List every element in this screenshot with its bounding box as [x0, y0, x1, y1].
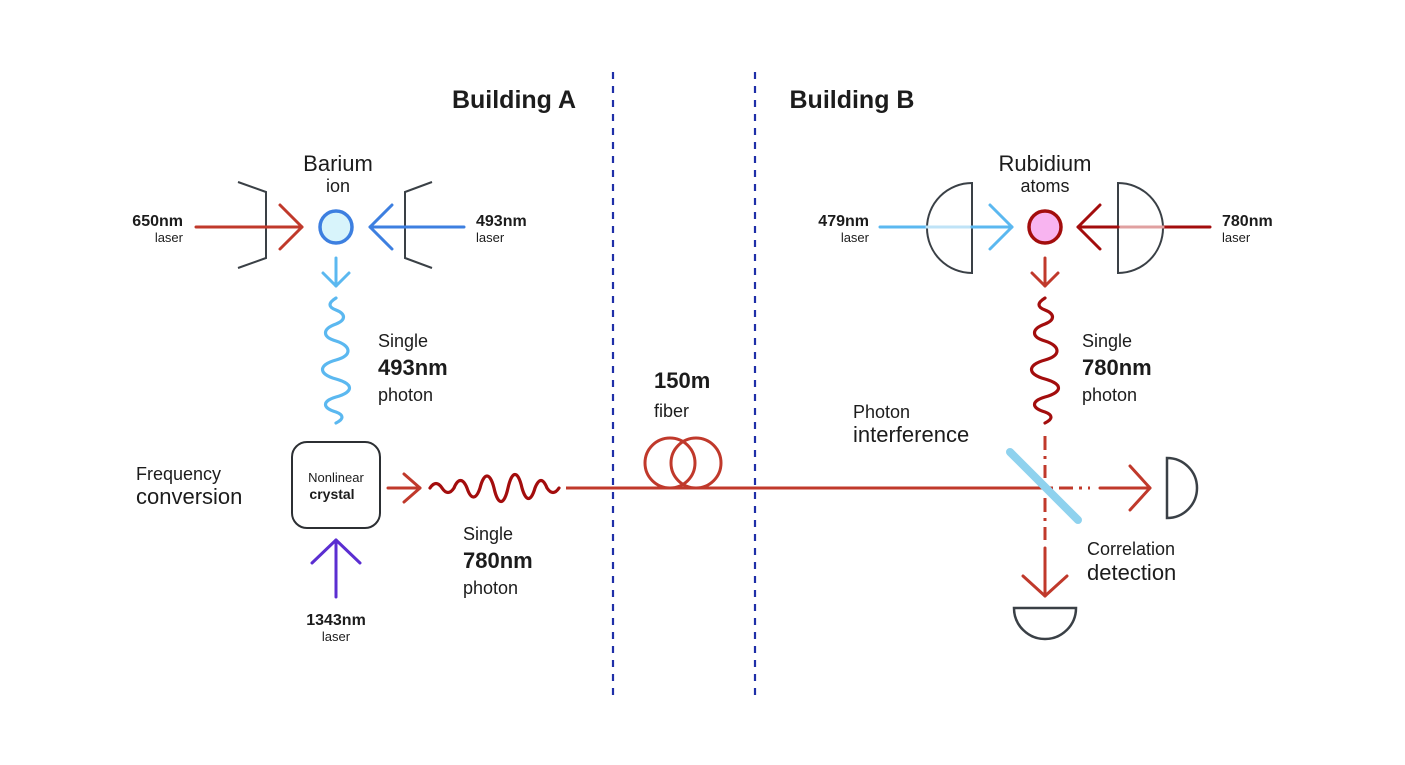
output-arrow-right — [1098, 464, 1152, 512]
pump-laser-nm: 1343nm — [306, 612, 366, 629]
fiber-coil-left — [643, 436, 697, 490]
laser-479-word: laser — [841, 230, 870, 245]
photon-780-b-line2: 780nm — [1082, 355, 1152, 380]
photon-780-a-line1: Single — [463, 524, 513, 544]
rubidium-subtitle: atoms — [1020, 176, 1069, 196]
laser-493-arrow — [368, 203, 466, 251]
pump-laser-word: laser — [322, 629, 351, 644]
laser-650-arrow — [194, 203, 304, 251]
laser-479-arrow — [878, 203, 1014, 251]
photon-493-line3: photon — [378, 385, 433, 405]
rubidium-atom — [1027, 209, 1063, 245]
laser-780-word: laser — [1222, 230, 1251, 245]
building-b-heading: Building B — [790, 86, 915, 114]
barium-emission-arrow — [321, 256, 351, 288]
rubidium-title: Rubidium — [999, 151, 1092, 176]
nonlinear-crystal-box — [291, 441, 381, 529]
beam-splitter — [1006, 448, 1082, 524]
laser-780-arrow — [1076, 203, 1212, 251]
photon-780-b-line1: Single — [1082, 331, 1132, 351]
photon-780-a-line3: photon — [463, 578, 518, 598]
detection-line1: Correlation — [1087, 539, 1175, 559]
laser-650-word: laser — [155, 230, 184, 245]
laser-780-nm: 780nm — [1222, 213, 1273, 230]
photon-780-a-wave — [428, 472, 561, 504]
trap-electrode-left — [237, 181, 267, 269]
photon-493-line1: Single — [378, 331, 428, 351]
barium-subtitle: ion — [326, 176, 350, 196]
freq-conv-line1: Frequency — [136, 464, 221, 484]
detector-bottom — [1012, 606, 1078, 641]
pump-laser-arrow — [310, 538, 362, 599]
fiber-coil-right — [669, 436, 723, 490]
photon-493-line2: 493nm — [378, 355, 448, 380]
freq-conv-line2: conversion — [136, 484, 242, 509]
fiber-word: fiber — [654, 401, 689, 421]
barium-title: Barium — [303, 151, 373, 176]
photon-780-b-wave — [1029, 296, 1061, 425]
laser-493-nm: 493nm — [476, 213, 527, 230]
detector-right — [1165, 456, 1199, 520]
building-a-heading: Building A — [452, 86, 576, 114]
interference-line2: interference — [853, 422, 969, 447]
rubidium-emission-arrow — [1030, 256, 1060, 288]
laser-650-nm: 650nm — [132, 213, 183, 230]
crystal-line2: crystal — [309, 486, 354, 502]
fiber-length: 150m — [654, 368, 710, 393]
photon-780-a-line2: 780nm — [463, 548, 533, 573]
crystal-line1: Nonlinear — [308, 470, 364, 485]
trap-electrode-right — [404, 181, 433, 269]
barium-ion — [318, 209, 354, 245]
photon-493-wave — [320, 296, 352, 425]
detection-line2: detection — [1087, 560, 1176, 585]
crystal-output-arrow — [386, 472, 422, 504]
interference-line1: Photon — [853, 402, 910, 422]
photon-780-b-line3: photon — [1082, 385, 1137, 405]
laser-479-nm: 479nm — [818, 213, 869, 230]
output-arrow-down — [1021, 546, 1069, 598]
laser-493-word: laser — [476, 230, 505, 245]
